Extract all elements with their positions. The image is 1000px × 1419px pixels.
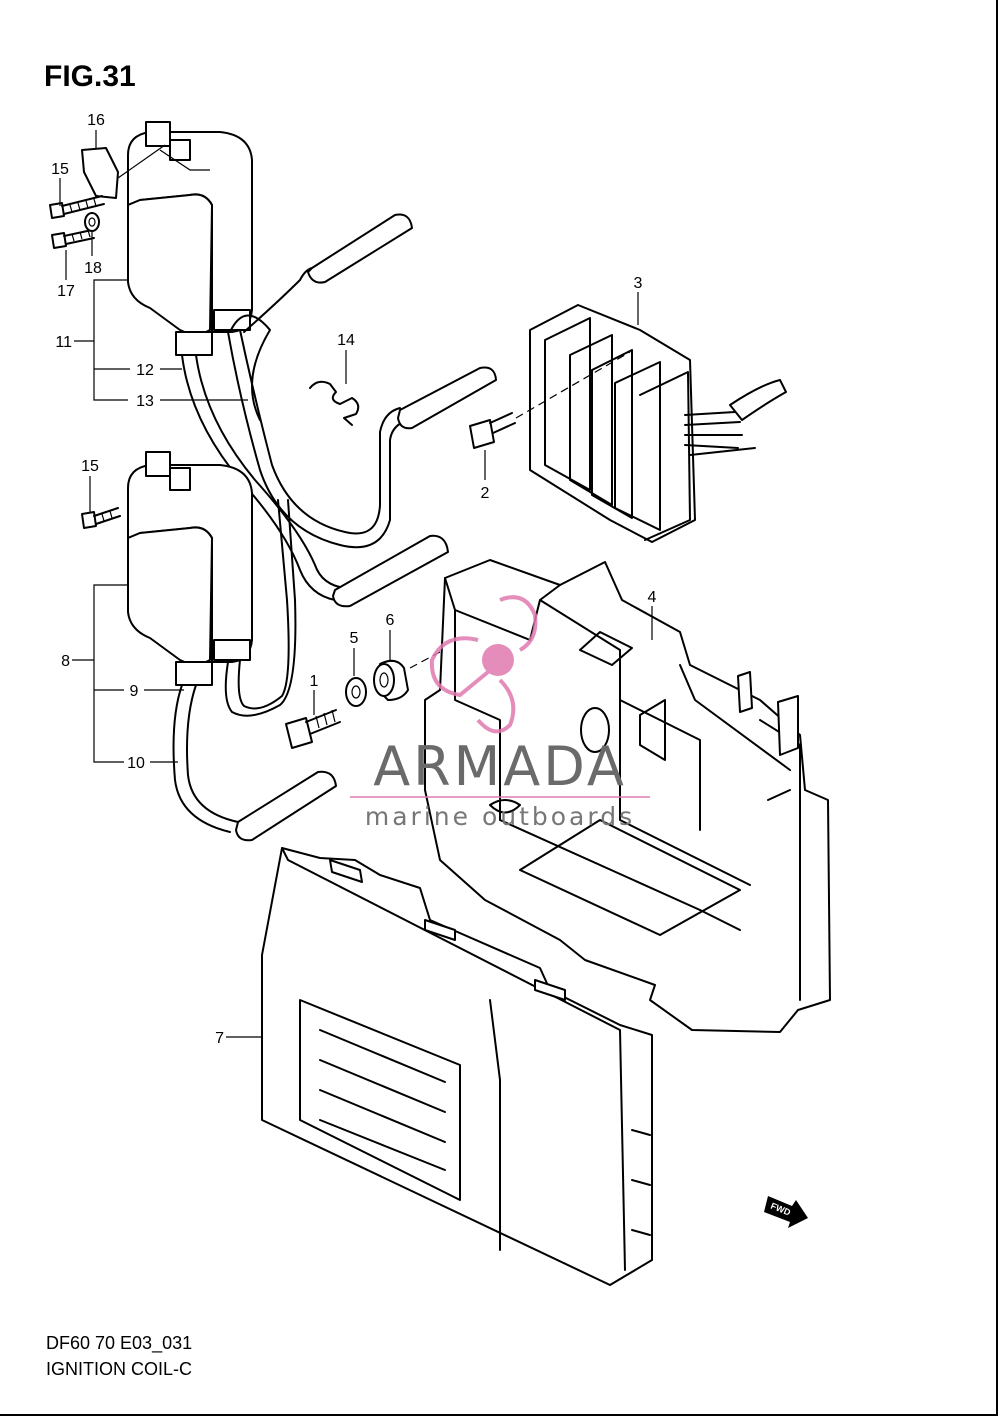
washer-17 bbox=[84, 212, 100, 232]
bolt-15-upper bbox=[49, 195, 105, 219]
bracket-18 bbox=[81, 147, 119, 199]
diagram-caption: IGNITION COIL-C bbox=[46, 1359, 193, 1379]
callout-labels: 16 15 18 17 11 12 13 14 3 2 15 4 6 5 8 1… bbox=[51, 112, 656, 1047]
armada-logo bbox=[429, 595, 538, 734]
callout-6: 6 bbox=[386, 612, 395, 629]
callout-3: 3 bbox=[634, 275, 643, 292]
callout-18: 16 bbox=[87, 112, 105, 129]
diagram-code: DF60 70 E03_031 bbox=[46, 1333, 193, 1353]
grommet-6 bbox=[373, 659, 409, 701]
bolt-15-lower bbox=[81, 507, 121, 529]
figure-title: FIG.31 bbox=[44, 60, 136, 93]
callout-15-lower: 15 bbox=[81, 458, 99, 475]
callout-13: 13 bbox=[136, 393, 154, 410]
callout-16: 17 bbox=[57, 283, 75, 300]
clip-14 bbox=[309, 380, 360, 426]
callout-17: 18 bbox=[84, 260, 102, 277]
callout-8: 8 bbox=[61, 653, 70, 670]
callout-12: 12 bbox=[136, 362, 154, 379]
callout-15-upper: 15 bbox=[51, 161, 69, 178]
watermark-brand: ARMADA bbox=[373, 735, 627, 798]
ignitor-module-3 bbox=[529, 304, 787, 543]
callout-10: 10 bbox=[127, 755, 145, 772]
callout-9: 9 bbox=[130, 683, 139, 700]
watermark-tagline: marine outboards bbox=[365, 802, 635, 831]
bolt-1 bbox=[285, 709, 341, 749]
callout-1: 1 bbox=[310, 673, 319, 690]
callout-leaders bbox=[59, 130, 653, 1038]
callout-5: 5 bbox=[350, 630, 359, 647]
callout-7: 7 bbox=[215, 1030, 224, 1047]
ignition-coil-upper bbox=[127, 121, 253, 356]
case-4 bbox=[424, 559, 831, 1033]
screw-2 bbox=[469, 412, 516, 449]
bolt-16 bbox=[51, 229, 95, 249]
fwd-arrow-icon: FWD bbox=[764, 1196, 808, 1228]
callout-2: 2 bbox=[481, 485, 490, 502]
washer-5 bbox=[345, 677, 367, 707]
callout-14: 14 bbox=[337, 332, 355, 349]
cover-7 bbox=[261, 847, 653, 1286]
ignition-coil-lower bbox=[127, 451, 253, 686]
callout-4: 4 bbox=[648, 589, 657, 606]
callout-11: 11 bbox=[55, 334, 72, 351]
